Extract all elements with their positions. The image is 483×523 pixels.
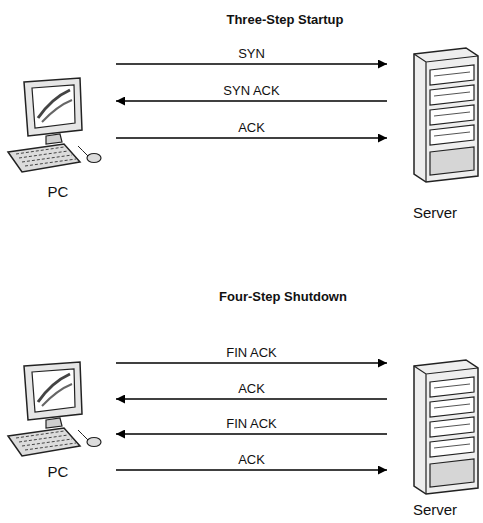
message-arrow bbox=[116, 433, 387, 435]
node-label: Server bbox=[387, 204, 483, 221]
edge-label: ACK bbox=[235, 452, 268, 467]
edge-label: SYN bbox=[235, 46, 268, 61]
message-arrow bbox=[116, 100, 387, 102]
message-arrow bbox=[116, 63, 387, 65]
server-node: Server bbox=[387, 350, 483, 518]
message-arrow bbox=[116, 469, 387, 471]
message-arrow bbox=[116, 398, 387, 400]
node-label: PC bbox=[0, 463, 116, 480]
pc-node: PC bbox=[0, 40, 116, 200]
edge-label: FIN ACK bbox=[223, 416, 280, 431]
section-title: Three-Step Startup bbox=[226, 12, 343, 27]
edge-label: ACK bbox=[235, 381, 268, 396]
node-label: PC bbox=[0, 183, 116, 200]
pc-node: PC bbox=[0, 350, 116, 480]
edge-label: FIN ACK bbox=[223, 345, 280, 360]
message-arrow bbox=[116, 137, 387, 139]
server-node: Server bbox=[387, 45, 483, 221]
message-arrow bbox=[116, 362, 387, 364]
edge-label: ACK bbox=[235, 120, 268, 135]
edge-label: SYN ACK bbox=[220, 83, 282, 98]
section-title: Four-Step Shutdown bbox=[219, 289, 347, 304]
node-label: Server bbox=[387, 501, 483, 518]
